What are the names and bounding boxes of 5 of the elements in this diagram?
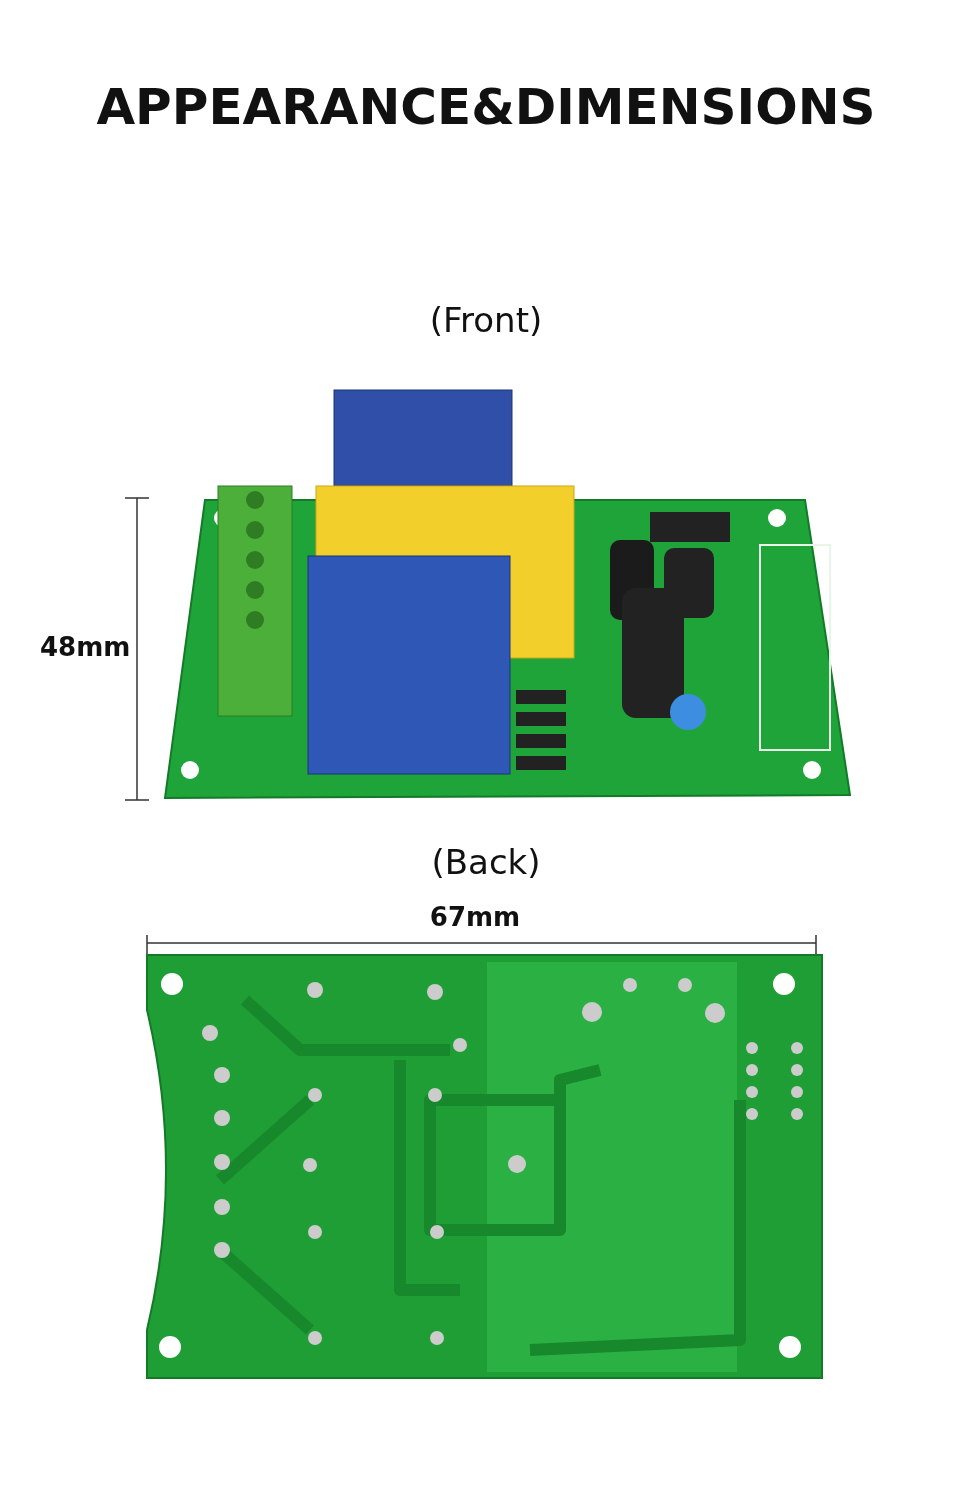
view-label: (Front) xyxy=(428,300,544,340)
page-title: APPEARANCE&DIMENSIONS xyxy=(95,78,877,136)
dimension-label: 48mm xyxy=(40,632,131,662)
view-label: (Back) xyxy=(430,842,542,882)
dimension-label: 67mm xyxy=(428,902,522,932)
